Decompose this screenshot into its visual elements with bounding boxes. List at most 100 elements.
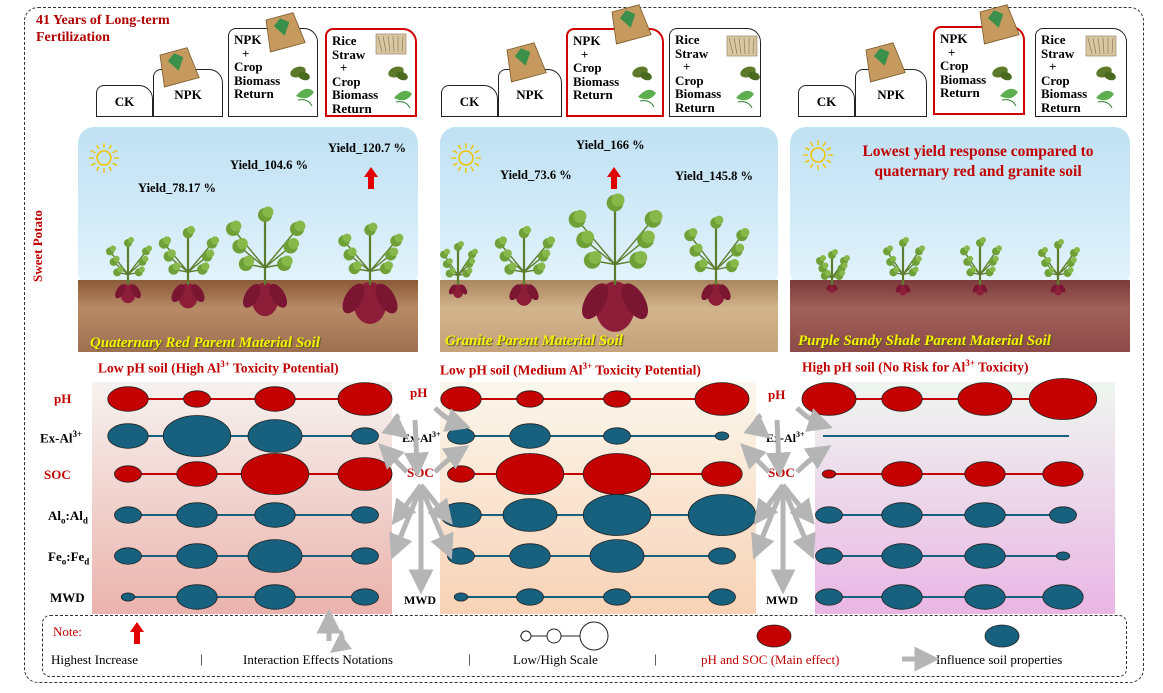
bubble-fe xyxy=(881,543,923,569)
influence-arrow xyxy=(419,483,453,525)
legend-scale: Low/High Scale xyxy=(513,652,598,667)
leaf xyxy=(243,255,255,267)
legend-influence-bubble xyxy=(984,624,1020,648)
al-sub: d xyxy=(82,515,88,526)
treatment-npk: NPK xyxy=(855,69,927,117)
bubble-mwd xyxy=(603,588,631,606)
leaf xyxy=(262,206,274,218)
bubble-al xyxy=(114,506,142,524)
tuber xyxy=(171,284,185,303)
leaf xyxy=(472,248,478,255)
rice-straw-line: + xyxy=(1049,59,1057,74)
influence-arrow xyxy=(751,486,786,560)
rice-straw-line: Return xyxy=(332,100,372,116)
leaf xyxy=(919,245,925,252)
bubble-al xyxy=(502,498,558,532)
leaf xyxy=(469,258,476,265)
branch xyxy=(499,242,525,273)
leaf xyxy=(446,258,453,265)
branch xyxy=(109,250,129,275)
up-arrow-icon xyxy=(607,167,621,189)
leaf xyxy=(503,249,512,258)
treatment-npk-label: NPK xyxy=(516,87,544,102)
tuber xyxy=(342,283,365,314)
branch xyxy=(614,218,654,265)
bubble-ph xyxy=(1028,378,1098,420)
leaf xyxy=(611,193,625,207)
npk-crop-line: Return xyxy=(234,86,274,101)
leaf xyxy=(294,220,306,232)
prop-label-exal: Ex-Al3+ xyxy=(40,429,82,446)
bubble-soc xyxy=(495,453,565,495)
tuber xyxy=(981,284,988,293)
bubble-bg-purple xyxy=(815,382,1115,614)
bubble-soc xyxy=(881,461,923,487)
bubble-fe xyxy=(247,539,303,573)
sweet-potato-plant xyxy=(106,236,153,304)
treatment-ck: CK xyxy=(798,85,855,117)
crop-leaf-icon xyxy=(736,90,754,109)
leaf xyxy=(384,261,394,270)
branch xyxy=(1057,252,1075,276)
legend-separator: | xyxy=(654,651,657,666)
tuber xyxy=(621,283,648,320)
mid-label-mwd: MWD xyxy=(766,593,798,607)
tuber xyxy=(130,284,141,299)
rice-straw-line: Biomass xyxy=(675,86,722,101)
leaf xyxy=(347,247,357,257)
bubble-al xyxy=(440,502,482,528)
bubble-ph xyxy=(254,386,296,412)
soil-name-purple: Purple Sandy Shale Parent Material Soil xyxy=(798,333,1051,349)
leaf xyxy=(824,270,831,276)
rice-straw-line: Biomass xyxy=(1041,86,1088,101)
figure-title: 41 Years of Long-term Fertilization xyxy=(36,13,170,45)
leaf xyxy=(458,241,464,247)
rice-straw-line: Rice xyxy=(675,32,700,47)
bubble-exal xyxy=(509,423,551,449)
leaf xyxy=(127,236,135,244)
rice-straw-line: Crop xyxy=(675,72,704,88)
fe-sub: o xyxy=(61,556,67,567)
bubble-bg-quaternary xyxy=(92,382,392,614)
leaf xyxy=(117,266,124,273)
sun-icon xyxy=(89,143,119,173)
bubble-exal xyxy=(247,419,303,453)
treatment-ck: CK xyxy=(441,85,498,117)
bubble-exal xyxy=(351,427,379,445)
mid-label-ph: pH xyxy=(768,387,786,402)
leaf xyxy=(912,266,919,273)
branch xyxy=(715,234,743,270)
leaf xyxy=(698,258,708,268)
leaf xyxy=(714,215,724,225)
interaction-arrow xyxy=(403,419,429,478)
sweet-potato-plant xyxy=(1038,239,1080,296)
al-sub: o xyxy=(61,515,66,526)
npk-crop-line: Return xyxy=(940,85,980,100)
bubble-fe xyxy=(447,547,475,565)
tuber xyxy=(826,284,831,291)
fertilizer-bag-icon xyxy=(611,4,652,45)
soil-name-granite: Granite Parent Material Soil xyxy=(445,333,623,349)
branch xyxy=(369,240,397,272)
sweet-potato-plant xyxy=(440,241,478,298)
bubble-soc xyxy=(337,457,393,491)
rice-straw-line: Rice xyxy=(332,33,357,48)
tuber xyxy=(701,284,714,301)
curved-arrow-icon xyxy=(378,443,409,474)
npk-crop-line: Crop xyxy=(234,59,263,74)
bubble-al xyxy=(582,494,652,536)
tuber xyxy=(526,284,539,301)
bubble-al xyxy=(815,506,843,524)
sweet-potato-plant xyxy=(960,237,1002,296)
ph-title-granite: Low pH soil (Medium Al3+ Toxicity Potent… xyxy=(440,361,701,379)
leaf xyxy=(967,255,974,262)
leaf xyxy=(649,209,663,223)
crop-leaf-icon xyxy=(638,89,656,108)
crop-leaf-icon xyxy=(394,90,412,109)
leaf xyxy=(449,267,456,274)
leaf xyxy=(113,255,120,262)
mid-label-exal: Ex-Al3+ xyxy=(766,430,805,446)
fertilizer-bag-icon xyxy=(979,4,1020,45)
leaf xyxy=(1042,247,1048,253)
